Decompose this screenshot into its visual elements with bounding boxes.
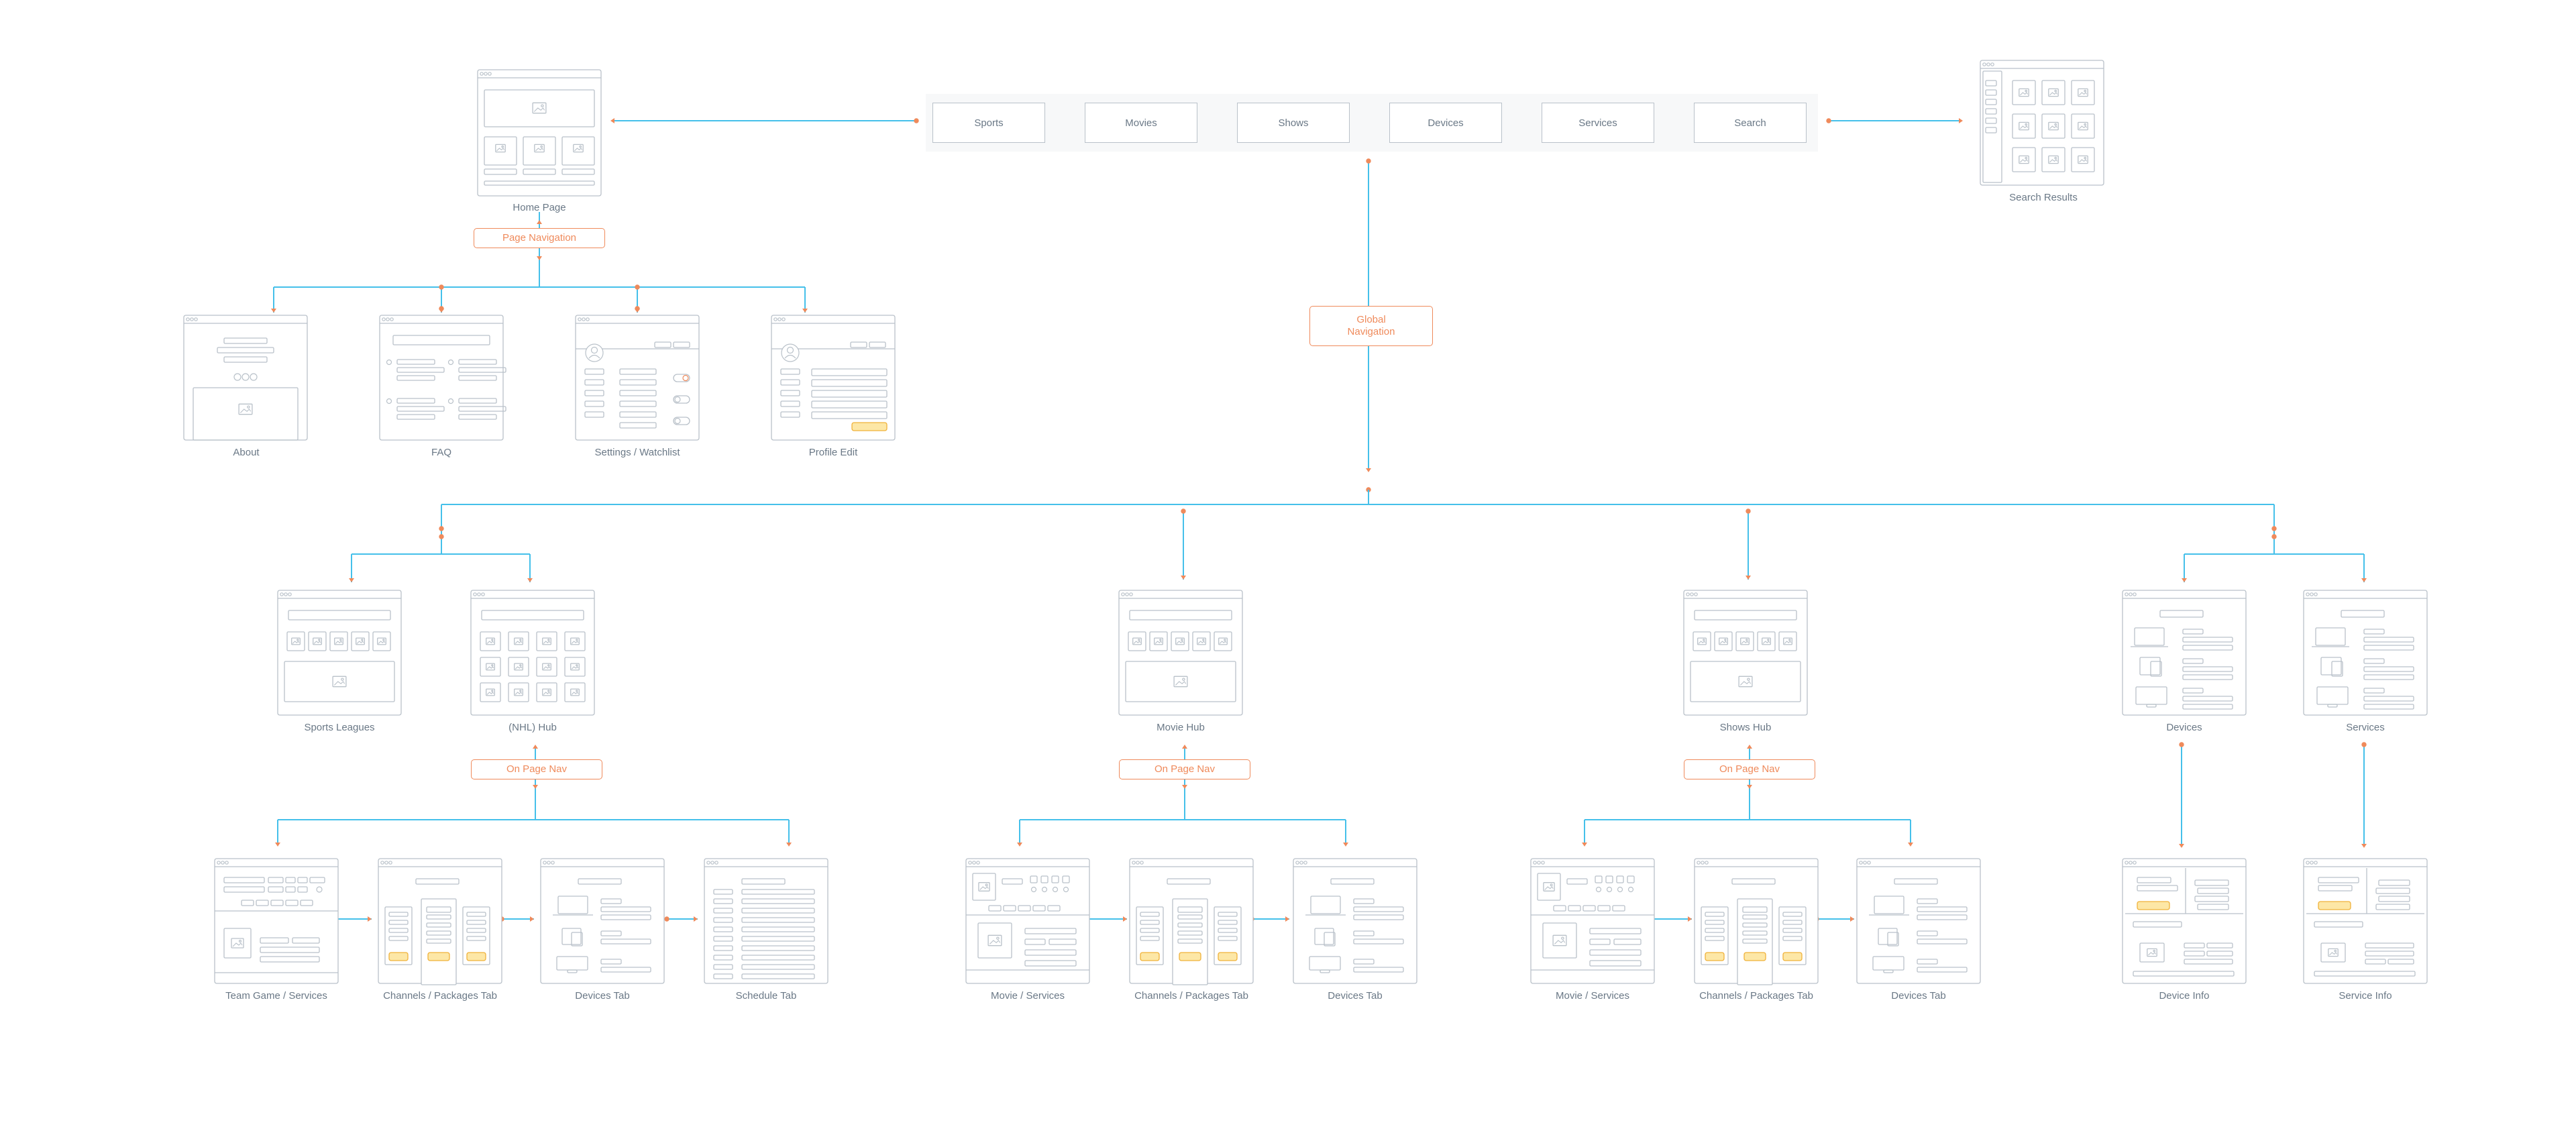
global-nav-sports[interactable]: Sports	[932, 103, 1045, 143]
settings-watchlist-wireframe	[575, 315, 700, 441]
label-channels-packages-tab-1: Channels / Packages Tab	[383, 990, 497, 1002]
on-page-nav-box-movies: On Page Nav	[1119, 759, 1250, 779]
label-faq: FAQ	[431, 447, 452, 458]
label-device-info: Device Info	[2159, 990, 2210, 1002]
channels-packages-tab-2-wireframe	[1129, 858, 1254, 985]
page-navigation-box: Page Navigation	[474, 228, 605, 248]
devices-tab-3-wireframe	[1856, 858, 1981, 984]
global-nav-services[interactable]: Services	[1542, 103, 1654, 143]
label-service-info: Service Info	[2339, 990, 2392, 1002]
on-page-nav-box-shows: On Page Nav	[1684, 759, 1815, 779]
label-channels-packages-tab-2: Channels / Packages Tab	[1134, 990, 1248, 1002]
on-page-nav-box-sports: On Page Nav	[471, 759, 602, 779]
global-nav-shows[interactable]: Shows	[1237, 103, 1350, 143]
label-devices: Devices	[2166, 722, 2202, 733]
service-info-wireframe	[2303, 858, 2428, 984]
nhl-hub-wireframe	[470, 590, 595, 716]
label-profile-edit: Profile Edit	[808, 447, 858, 458]
search-results-wireframe	[1980, 60, 2104, 186]
movie-hub-wireframe	[1118, 590, 1243, 716]
about-wireframe	[183, 315, 308, 441]
profile-edit-wireframe	[771, 315, 896, 441]
global-navigation-box: Global Navigation	[1309, 306, 1433, 346]
movie-services-wireframe	[965, 858, 1090, 984]
label-services: Services	[2346, 722, 2385, 733]
label-movie-services: Movie / Services	[990, 990, 1065, 1002]
global-nav-search[interactable]: Search	[1694, 103, 1807, 143]
devices-wireframe	[2122, 590, 2247, 716]
devices-tab-1-wireframe	[540, 858, 665, 984]
label-schedule-tab: Schedule Tab	[735, 990, 797, 1002]
label-sports-leagues: Sports Leagues	[304, 722, 375, 733]
label-about: About	[233, 447, 260, 458]
label-devices-tab-2: Devices Tab	[1328, 990, 1383, 1002]
label-home-page: Home Page	[513, 202, 566, 213]
label-devices-tab-1: Devices Tab	[575, 990, 630, 1002]
movie-services-2-wireframe	[1530, 858, 1655, 984]
global-navigation-line2: Navigation	[1347, 326, 1395, 337]
schedule-tab-wireframe	[704, 858, 828, 984]
devices-tab-2-wireframe	[1293, 858, 1417, 984]
label-shows-hub: Shows Hub	[1719, 722, 1772, 733]
faq-wireframe	[379, 315, 506, 441]
global-nav-movies[interactable]: Movies	[1085, 103, 1197, 143]
label-team-game-services: Team Game / Services	[225, 990, 327, 1002]
label-movie-services-2: Movie / Services	[1555, 990, 1630, 1002]
global-nav-devices[interactable]: Devices	[1389, 103, 1502, 143]
global-nav-bar	[926, 94, 1818, 152]
shows-hub-wireframe	[1683, 590, 1808, 716]
label-settings-watchlist: Settings / Watchlist	[594, 447, 680, 458]
channels-packages-tab-1-wireframe	[378, 858, 502, 985]
home-page-wireframe	[477, 69, 602, 197]
team-game-services-wireframe	[214, 858, 339, 984]
label-search-results: Search Results	[2009, 192, 2078, 203]
label-channels-packages-tab-3: Channels / Packages Tab	[1699, 990, 1813, 1002]
global-navigation-line1: Global	[1356, 314, 1386, 325]
label-movie-hub: Movie Hub	[1157, 722, 1205, 733]
sports-leagues-wireframe	[277, 590, 402, 716]
label-devices-tab-3: Devices Tab	[1891, 990, 1946, 1002]
channels-packages-tab-3-wireframe	[1694, 858, 1819, 985]
device-info-wireframe	[2122, 858, 2247, 984]
label-nhl-hub: (NHL) Hub	[508, 722, 557, 733]
services-wireframe	[2303, 590, 2428, 716]
